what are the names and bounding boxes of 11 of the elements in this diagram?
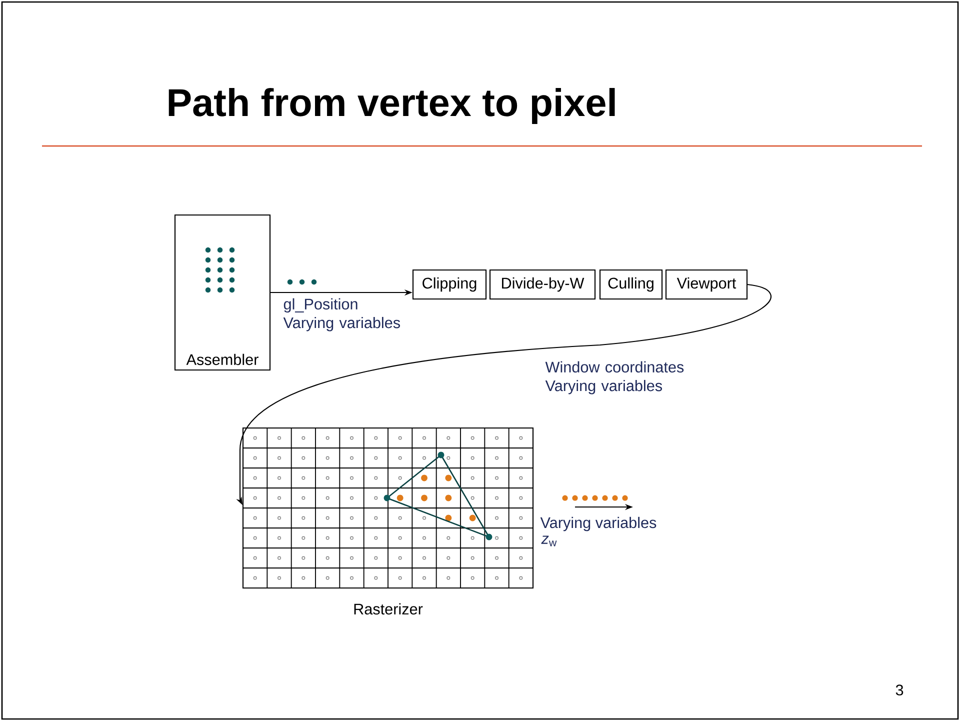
raster-grid: Rasterizer (242, 427, 534, 615)
edge-label: Window coordinates Varying variables (545, 361, 684, 394)
slide-title: Path from vertex to pixel (168, 88, 615, 124)
page-number: 3 (896, 684, 904, 696)
node-label: Rasterizer (354, 603, 423, 615)
stage-box: Divide-by-W (489, 269, 596, 300)
stage-box: Culling (599, 269, 663, 300)
stage-box: Viewport (665, 269, 748, 300)
stage-box: Clipping (412, 269, 487, 300)
assembler-box: Assembler (174, 214, 271, 371)
edge-label: gl_Position Varying variables (283, 298, 400, 332)
